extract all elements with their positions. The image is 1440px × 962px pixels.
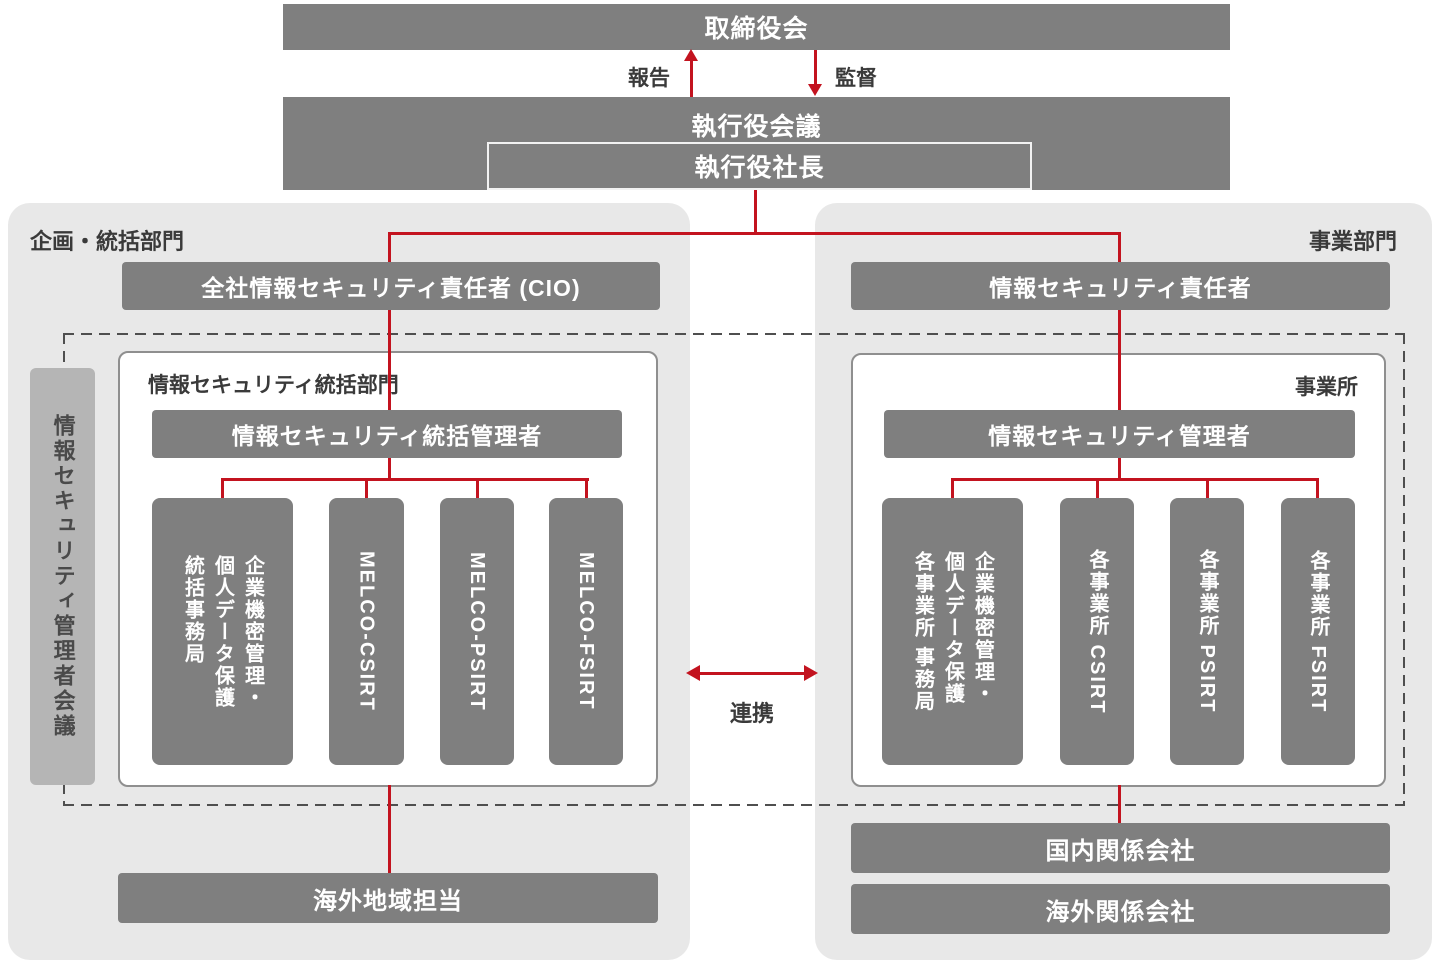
overseas-regions-label: 海外地域担当 <box>313 887 463 915</box>
security-managers-council-label: 情報セキュリティ管理者会議 <box>50 414 76 739</box>
domestic-affiliates-label: 国内関係会社 <box>1045 837 1196 865</box>
planning-division-title: 企画・統括部門 <box>30 229 185 254</box>
domestic-affiliates-bar: 国内関係会社 <box>851 823 1390 873</box>
ciso-bar: 全社情報セキュリティ責任者 (CIO) <box>122 262 660 310</box>
office-csirt-box: 各事業所 CSIRT <box>1060 498 1134 765</box>
cooperation-arrow-line <box>699 672 805 675</box>
connector-right-domestic-drop <box>1118 785 1121 825</box>
supervise-label: 監督 <box>835 67 877 90</box>
business-office-title: 事業所 <box>1295 376 1358 399</box>
connector-right-child-drop-1 <box>951 478 954 500</box>
left-secretariat-label: 企業機密管理・ 個人データ保護 統括事務局 <box>181 554 264 709</box>
melco-psirt-box: MELCO-PSIRT <box>440 498 514 765</box>
office-manager-bar: 情報セキュリティ管理者 <box>884 410 1355 458</box>
report-label: 報告 <box>628 67 670 90</box>
right-secretariat-label: 企業機密管理・ 個人データ保護 各事業所 事務局 <box>911 550 994 713</box>
connector-right-child-branch <box>951 478 1319 481</box>
connector-right-drop <box>1118 232 1121 412</box>
president-box: 執行役社長 <box>487 142 1032 190</box>
report-arrow-line <box>690 60 693 97</box>
dashed-frame-top <box>63 333 1405 335</box>
left-secretariat-box: 企業機密管理・ 個人データ保護 統括事務局 <box>152 498 293 765</box>
connector-left-drop <box>388 232 391 412</box>
ciso-label: 全社情報セキュリティ責任者 (CIO) <box>201 275 581 301</box>
arrow-up-icon <box>684 49 698 61</box>
melco-fsirt-label: MELCO-FSIRT <box>575 552 597 711</box>
office-manager-label: 情報セキュリティ管理者 <box>988 423 1251 449</box>
supervisory-manager-bar: 情報セキュリティ統括管理者 <box>152 410 622 458</box>
melco-psirt-label: MELCO-PSIRT <box>466 551 488 712</box>
arrow-left-icon <box>686 665 700 681</box>
business-division-title: 事業部門 <box>1308 229 1397 254</box>
connector-left-manager-stem <box>388 458 391 480</box>
connector-left-child-drop-3 <box>476 478 479 500</box>
office-fsirt-label: 各事業所 FSIRT <box>1307 549 1329 714</box>
security-supervisory-dept-title: 情報セキュリティ統括部門 <box>148 374 399 397</box>
supervisory-manager-label: 情報セキュリティ統括管理者 <box>231 423 543 449</box>
executive-officers-meeting-label: 執行役会議 <box>691 113 822 141</box>
office-psirt-box: 各事業所 PSIRT <box>1170 498 1244 765</box>
security-managers-council-box: 情報セキュリティ管理者会議 <box>30 368 95 785</box>
board-of-directors-bar: 取締役会 <box>283 4 1230 50</box>
arrow-down-icon <box>808 84 822 96</box>
office-fsirt-box: 各事業所 FSIRT <box>1281 498 1355 765</box>
arrow-right-icon <box>804 665 818 681</box>
security-officer-bar: 情報セキュリティ責任者 <box>851 262 1390 310</box>
office-csirt-label: 各事業所 CSIRT <box>1086 548 1108 715</box>
connector-right-child-drop-3 <box>1206 478 1209 500</box>
office-psirt-label: 各事業所 PSIRT <box>1196 549 1218 714</box>
security-officer-label: 情報セキュリティ責任者 <box>989 275 1252 301</box>
connector-right-child-drop-4 <box>1316 478 1319 500</box>
melco-fsirt-box: MELCO-FSIRT <box>549 498 623 765</box>
dashed-frame-right <box>1403 333 1405 806</box>
connector-president-trunk <box>754 190 757 233</box>
overseas-affiliates-label: 海外関係会社 <box>1045 898 1196 926</box>
connector-right-manager-stem <box>1118 458 1121 480</box>
connector-left-child-drop-2 <box>365 478 368 500</box>
connector-left-child-drop-4 <box>585 478 588 500</box>
connector-right-child-drop-2 <box>1096 478 1099 500</box>
overseas-regions-bar: 海外地域担当 <box>118 873 658 923</box>
connector-left-overseas-drop <box>388 785 391 873</box>
connector-main-branch <box>388 232 1121 235</box>
supervise-arrow-line <box>814 50 817 86</box>
melco-csirt-label: MELCO-CSIRT <box>355 551 378 712</box>
overseas-affiliates-bar: 海外関係会社 <box>851 884 1390 934</box>
melco-csirt-box: MELCO-CSIRT <box>329 498 404 765</box>
board-of-directors-label: 取締役会 <box>704 15 809 43</box>
cooperation-label: 連携 <box>729 701 774 726</box>
right-secretariat-box: 企業機密管理・ 個人データ保護 各事業所 事務局 <box>882 498 1023 765</box>
president-label: 執行役社長 <box>694 154 825 182</box>
dashed-frame-bottom <box>63 804 1405 806</box>
connector-left-child-branch <box>221 478 589 481</box>
connector-left-child-drop-1 <box>221 478 224 500</box>
